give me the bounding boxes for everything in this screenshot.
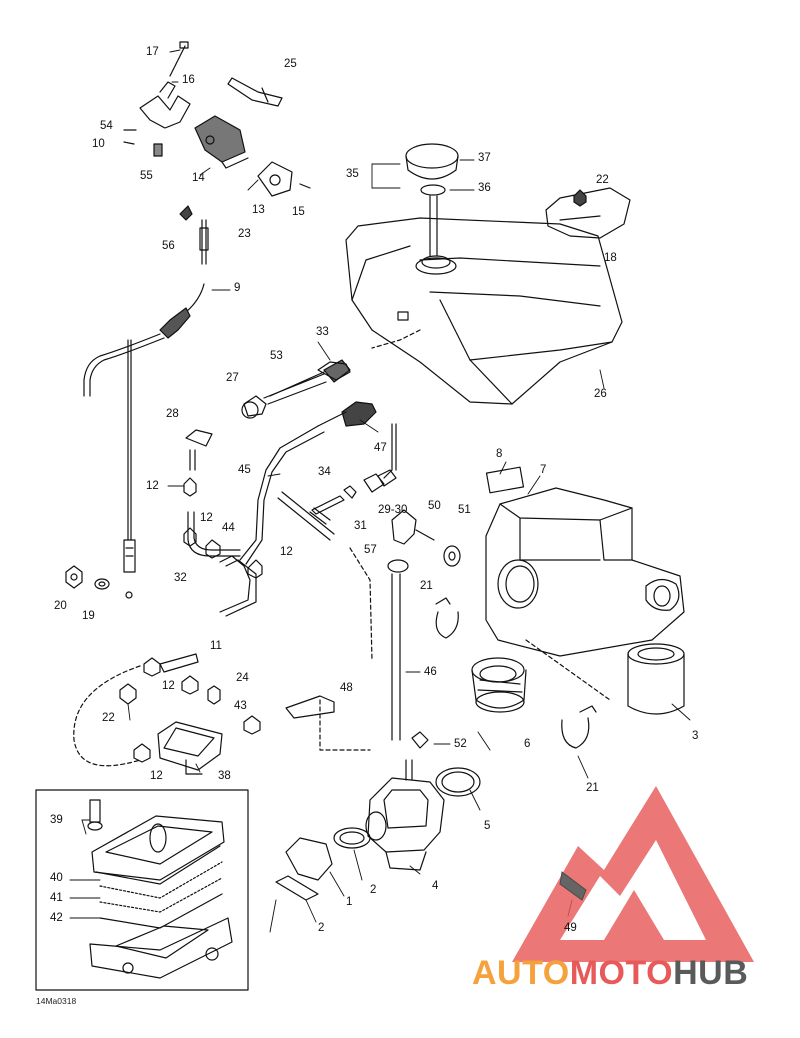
callout-14: 14	[192, 172, 205, 184]
callout-12-d: 12	[162, 680, 175, 692]
callout-40: 40	[50, 872, 63, 884]
callout-43: 43	[234, 700, 247, 712]
callout-35: 35	[346, 168, 359, 180]
callout-11: 11	[210, 640, 222, 652]
callout-21-right: 21	[586, 782, 599, 794]
callout-25: 25	[284, 58, 297, 70]
callout-38: 38	[218, 770, 231, 782]
callout-23: 23	[238, 228, 251, 240]
intake-boot	[471, 657, 527, 713]
callout-19: 19	[82, 610, 95, 622]
fuel-tank	[345, 217, 623, 405]
callout-36: 36	[478, 182, 491, 194]
callout-5: 5	[484, 820, 491, 832]
callout-12-a: 12	[146, 480, 159, 492]
callout-42: 42	[50, 912, 63, 924]
callout-2-upper: 2	[370, 884, 377, 896]
callout-2-lower: 2	[318, 922, 325, 934]
callout-28: 28	[166, 408, 179, 420]
callout-24: 24	[236, 672, 249, 684]
callout-29-30: 29-30	[378, 504, 408, 516]
callout-41: 41	[50, 892, 63, 904]
callout-21-left: 21	[420, 580, 433, 592]
air-silencer	[485, 466, 685, 657]
throttle-housing-group	[123, 41, 311, 197]
callout-32: 32	[174, 572, 187, 584]
callout-52: 52	[454, 738, 467, 750]
callout-34: 34	[318, 466, 331, 478]
callout-57: 57	[364, 544, 377, 556]
fuel-pump-inset-frame	[35, 789, 249, 991]
callout-56: 56	[162, 240, 175, 252]
callout-9: 9	[234, 282, 241, 294]
callout-45: 45	[238, 464, 251, 476]
callout-26: 26	[594, 388, 607, 400]
throttle-cable	[83, 205, 209, 599]
callout-54: 54	[100, 120, 113, 132]
fuel-line-group	[183, 359, 397, 617]
callout-13: 13	[252, 204, 265, 216]
callout-53: 53	[270, 350, 283, 362]
callout-27: 27	[226, 372, 239, 384]
callout-18: 18	[604, 252, 617, 264]
callout-39: 39	[50, 814, 63, 826]
callout-50: 50	[428, 500, 441, 512]
callout-20: 20	[54, 600, 67, 612]
callout-3: 3	[692, 730, 699, 742]
air-filter	[627, 643, 685, 715]
callout-leaders	[69, 49, 691, 933]
callout-1: 1	[346, 896, 353, 908]
callout-22-bottom: 22	[102, 712, 115, 724]
watermark-moto: MOTO	[569, 954, 674, 992]
callout-22-top: 22	[596, 174, 609, 186]
callout-15: 15	[292, 206, 305, 218]
watermark-hub: HUB	[673, 954, 749, 992]
callout-6: 6	[524, 738, 531, 750]
automotohub-logo-icon	[512, 786, 754, 962]
callout-31: 31	[354, 520, 367, 532]
callout-12-e: 12	[150, 770, 163, 782]
callout-10: 10	[92, 138, 105, 150]
callout-8: 8	[496, 448, 503, 460]
callout-46: 46	[424, 666, 437, 678]
callout-48: 48	[340, 682, 353, 694]
callout-12-b: 12	[200, 512, 213, 524]
watermark-auto: AUTO	[472, 954, 570, 992]
callout-51: 51	[458, 504, 471, 516]
fuel-pump-exploded-inset	[87, 799, 233, 979]
callout-12-c: 12	[280, 546, 293, 558]
callout-55: 55	[140, 170, 153, 182]
callout-49: 49	[564, 922, 577, 934]
fuel-cap-group	[405, 143, 459, 257]
automotohub-watermark: AUTOMOTOHUB	[472, 954, 748, 993]
fuel-pump	[157, 721, 223, 775]
carburetor	[365, 731, 445, 871]
callout-44: 44	[222, 522, 235, 534]
drawing-code: 14Ma0318	[36, 996, 77, 1006]
callout-7: 7	[540, 464, 547, 476]
callout-16: 16	[182, 74, 195, 86]
callout-47: 47	[374, 442, 387, 454]
callout-37: 37	[478, 152, 491, 164]
callout-33: 33	[316, 326, 329, 338]
callout-17: 17	[146, 46, 159, 58]
callout-4: 4	[432, 880, 439, 892]
